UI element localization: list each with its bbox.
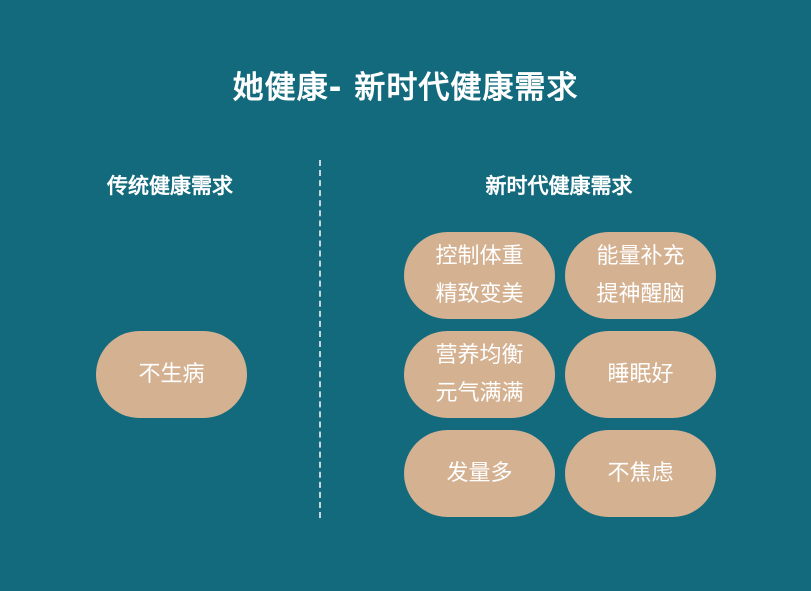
column-divider — [319, 160, 321, 518]
pill-label: 能量补充 — [596, 243, 685, 269]
pill-label: 发量多 — [446, 460, 513, 486]
pill-weight-beauty: 控制体重 精致变美 — [404, 232, 555, 319]
pill-label: 元气满满 — [435, 380, 524, 406]
pill-label: 控制体重 — [435, 243, 524, 269]
pill-label: 提神醒脑 — [596, 281, 685, 307]
pill-no-illness: 不生病 — [96, 331, 247, 418]
pill-label: 精致变美 — [435, 281, 524, 307]
page-title: 她健康- 新时代健康需求 — [232, 70, 579, 106]
pill-label: 不焦虑 — [607, 460, 674, 486]
pill-energy-alertness: 能量补充 提神醒脑 — [565, 232, 716, 319]
traditional-health-heading: 传统健康需求 — [107, 174, 233, 198]
pill-label: 不生病 — [138, 361, 205, 387]
pill-more-hair: 发量多 — [404, 430, 555, 517]
new-era-health-heading: 新时代健康需求 — [485, 174, 633, 198]
pill-label: 睡眠好 — [607, 361, 674, 387]
pill-good-sleep: 睡眠好 — [565, 331, 716, 418]
pill-nutrition-vitality: 营养均衡 元气满满 — [404, 331, 555, 418]
pill-no-anxiety: 不焦虑 — [565, 430, 716, 517]
pill-label: 营养均衡 — [435, 342, 524, 368]
